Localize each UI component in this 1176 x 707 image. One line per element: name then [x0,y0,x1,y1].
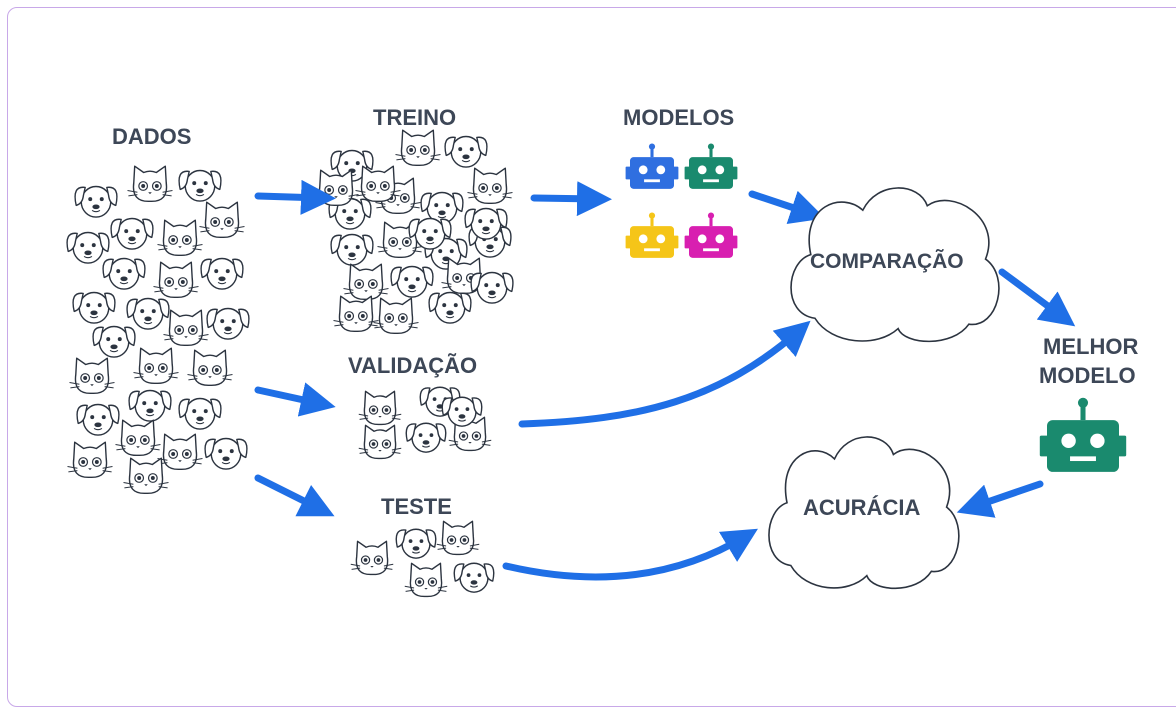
dog-icon [441,396,483,427]
robot-blue-icon [625,143,679,189]
robot-yellow-icon [625,212,679,258]
cloud-comparacao [790,187,1000,343]
dog-icon [453,562,495,593]
dog-icon [330,149,374,182]
dog-icon [328,197,372,230]
dog-icon [204,437,248,470]
cat-icon [350,540,394,576]
cat-icon [153,261,199,299]
label-acuracia: ACURÁCIA [803,495,921,520]
group-teste-animals [350,520,495,598]
robot-green-icon [684,143,738,189]
label-validacao: VALIDAÇÃO [348,353,478,378]
arrow-comparacao-melhor [998,268,1076,327]
dog-icon [66,231,110,264]
dog-icon [74,185,118,218]
dog-icon [92,325,136,358]
cat-icon [395,129,441,167]
label-dados: DADOS [112,124,192,149]
cat-icon [69,357,115,395]
label-treino: TREINO [373,105,457,130]
arrow-dados-validacao [254,382,336,417]
dog-icon [444,135,488,168]
arrow-dados-treino [254,179,336,215]
arrows-layer [254,179,1076,581]
label-melhor: MELHOR [1043,334,1139,359]
diagram-canvas [66,129,1127,598]
arrow-validacao-comparacao [518,320,811,428]
group-validacao-animals [358,386,492,460]
label-comparacao: COMPARAÇÃO [810,250,964,273]
cat-icon [373,297,419,335]
arrow-modelos-comparacao [748,190,826,224]
cat-icon [436,520,480,556]
clouds-layer [768,187,1000,590]
arrow-treino-modelos [530,181,612,217]
cat-icon [467,167,513,205]
dog-icon [102,257,146,290]
cat-icon [355,165,401,203]
dog-icon [206,307,250,340]
cat-icon [343,263,389,301]
cat-icon [358,424,402,460]
dog-icon [178,169,222,202]
dog-icon [428,291,472,324]
cat-icon [123,457,169,495]
cat-icon [163,309,209,347]
group-treino-animals [313,129,514,335]
cloud-acuracia [768,436,960,590]
arrow-melhor-acuracia [956,480,1044,518]
cat-icon [157,219,203,257]
group-dados-animals [66,165,250,495]
cat-icon [199,201,245,239]
label-modelos: MODELOS [623,105,735,130]
dog-icon [76,403,120,436]
cat-icon [127,165,173,203]
cat-icon [67,441,113,479]
dog-icon [330,233,374,266]
arrow-dados-teste [254,474,335,517]
arrow-teste-acuracia [502,528,758,581]
dog-icon [178,397,222,430]
dog-icon [126,297,170,330]
robots-layer [625,143,1127,472]
cat-icon [187,349,233,387]
cat-icon [404,562,448,598]
best-model-robot-icon [1039,397,1127,472]
label-teste: TESTE [381,494,452,519]
cat-icon [358,390,402,426]
dog-icon [395,528,437,559]
dog-icon [390,265,434,298]
dog-icon [408,217,452,250]
dog-icon [405,422,447,453]
dog-icon [110,217,154,250]
dog-icon [470,271,514,304]
dog-icon [128,389,172,422]
cat-icon [377,221,423,259]
cat-icon [133,347,179,385]
animal-icons-layer [66,129,514,598]
cat-icon [333,295,379,333]
dog-icon [464,207,508,240]
dog-icon [200,257,244,290]
label-modelo: MODELO [1039,363,1136,388]
cat-icon [115,419,161,457]
cat-icon [157,433,203,471]
dog-icon [72,291,116,324]
robot-magenta-icon [684,212,738,258]
